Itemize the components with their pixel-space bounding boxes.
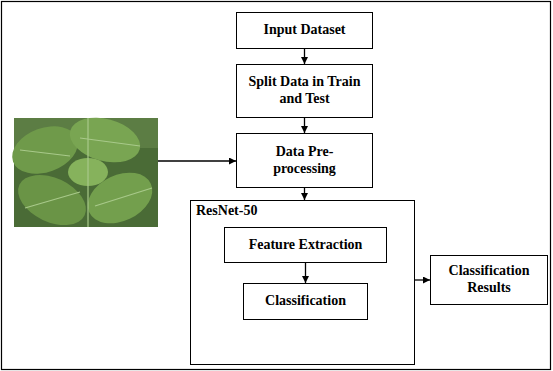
box-label: Input Dataset (263, 22, 345, 39)
potato-leaf-photo (6, 110, 161, 235)
process-box: Data Pre-processing (236, 133, 373, 188)
flow-arrow (305, 263, 306, 283)
process-box: Classification Results (430, 255, 548, 305)
model-container: ResNet-50Feature ExtractionClassificatio… (190, 200, 415, 365)
flow-arrow (304, 49, 305, 64)
process-box: Input Dataset (236, 12, 373, 49)
photo-arrow (158, 160, 236, 161)
box-label: Data Pre-processing (252, 144, 357, 178)
box-label: Classification (265, 293, 346, 310)
container-label: ResNet-50 (196, 203, 257, 220)
process-box: Split Data in Train and Test (236, 64, 373, 118)
flow-arrow (304, 118, 305, 133)
box-label: Classification Results (439, 263, 539, 297)
process-box: Feature Extraction (224, 227, 387, 263)
box-label: Split Data in Train and Test (245, 74, 365, 108)
flow-arrow (415, 279, 430, 280)
flow-arrow (304, 188, 305, 200)
box-label: Feature Extraction (249, 237, 363, 254)
process-box: Classification (243, 283, 368, 320)
